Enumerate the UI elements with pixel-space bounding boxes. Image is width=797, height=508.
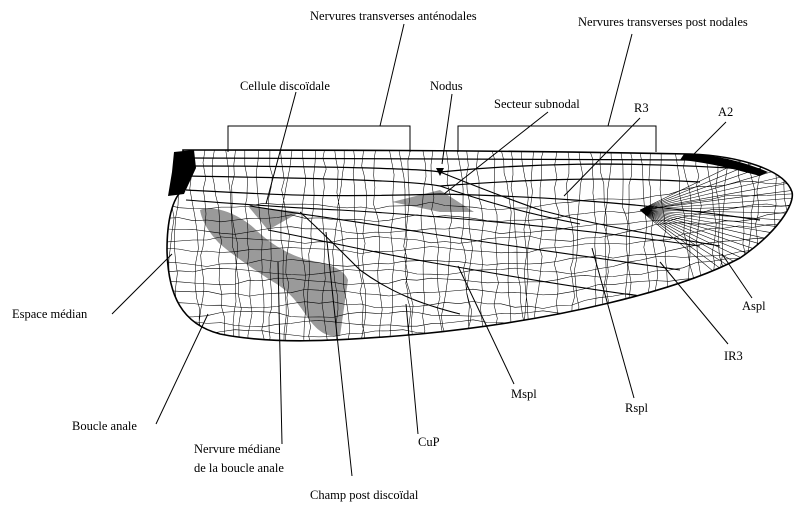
label-postnodales: Nervures transverses post nodales: [578, 15, 748, 29]
label-rspl: Rspl: [625, 401, 648, 415]
brackets: [228, 126, 656, 152]
postnodal-bracket: [458, 126, 656, 152]
label-boucle-anale: Boucle anale: [72, 419, 137, 433]
label-champ-post-discoidal: Champ post discoïdal: [310, 488, 419, 502]
label-cellule-discoidale: Cellule discoïdale: [240, 79, 330, 93]
antenodal-bracket: [228, 126, 410, 152]
label-nodus: Nodus: [430, 79, 463, 93]
label-secteur-subnodal: Secteur subnodal: [494, 97, 580, 111]
wing: [165, 142, 797, 361]
label-a2: A2: [718, 105, 733, 119]
label-espace-median: Espace médian: [12, 307, 88, 321]
label-nervure-mediane-2: de la boucle anale: [194, 461, 284, 475]
label-mspl: Mspl: [511, 387, 537, 401]
label-antenodales: Nervures transverses anténodales: [310, 9, 477, 23]
label-r3: R3: [634, 101, 649, 115]
label-nervure-mediane-1: Nervure médiane: [194, 442, 281, 456]
label-cup: CuP: [418, 435, 440, 449]
label-ir3: IR3: [724, 349, 743, 363]
label-aspl: Aspl: [742, 299, 766, 313]
